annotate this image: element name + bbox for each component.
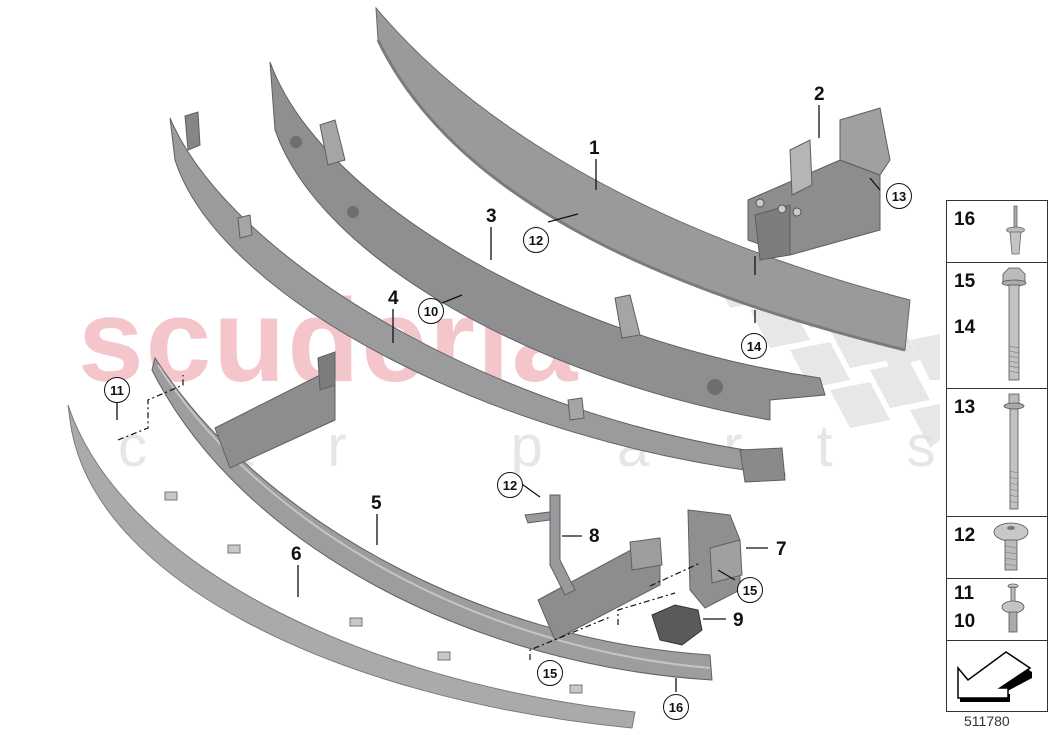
part-label-3: 3 xyxy=(486,206,497,227)
legend-item-16[interactable]: 16 xyxy=(947,201,1047,263)
part-3-impact-beam[interactable] xyxy=(269,61,826,421)
push-rivet-icon xyxy=(1006,205,1025,255)
part-5-lower-support[interactable] xyxy=(151,351,713,681)
direction-arrow-icon xyxy=(957,651,1032,702)
part-9-block[interactable] xyxy=(651,604,703,646)
callout-15: 15 xyxy=(537,660,563,686)
expanding-rivet-icon xyxy=(1001,583,1025,633)
part-2-bracket[interactable] xyxy=(747,107,891,261)
dashed-assembly-lines xyxy=(117,375,701,660)
legend-item-12[interactable]: 12 xyxy=(947,517,1047,579)
part-label-2: 2 xyxy=(814,84,825,105)
callout-16: 16 xyxy=(663,694,689,720)
part-6-trim-strip[interactable] xyxy=(67,404,636,729)
part-8-strap[interactable] xyxy=(524,494,576,596)
part-label-6: 6 xyxy=(291,544,302,565)
callout-12: 12 xyxy=(523,227,549,253)
callout-13: 13 xyxy=(886,183,912,209)
legend-item-direction xyxy=(947,641,1047,711)
legend-item-15-14[interactable]: 15 14 xyxy=(947,263,1047,389)
callout-14: 14 xyxy=(741,333,767,359)
part-7-bracket[interactable] xyxy=(687,509,743,609)
callout-12: 12 xyxy=(497,472,523,498)
part-label-4: 4 xyxy=(388,288,399,309)
part-label-5: 5 xyxy=(371,493,382,514)
part-label-8: 8 xyxy=(589,526,600,547)
part-label-9: 9 xyxy=(733,610,744,631)
part-label-1: 1 xyxy=(589,138,600,159)
part-label-7: 7 xyxy=(776,539,787,560)
legend-item-13[interactable]: 13 xyxy=(947,389,1047,517)
hardware-legend: 16 15 14 13 xyxy=(946,200,1048,712)
hex-bolt-icon xyxy=(1001,267,1027,381)
callout-10: 10 xyxy=(418,298,444,324)
leader-lines xyxy=(116,105,881,692)
torx-pan-head-screw-icon xyxy=(993,522,1029,571)
diagram-id: 511780 xyxy=(964,713,1010,729)
part-4-support-beam[interactable] xyxy=(169,111,786,483)
callout-11: 11 xyxy=(104,377,130,403)
callout-15: 15 xyxy=(737,577,763,603)
part-1-bumper-carrier[interactable] xyxy=(375,6,911,352)
long-collar-bolt-icon xyxy=(1003,393,1025,510)
legend-item-11-10[interactable]: 11 10 xyxy=(947,579,1047,641)
